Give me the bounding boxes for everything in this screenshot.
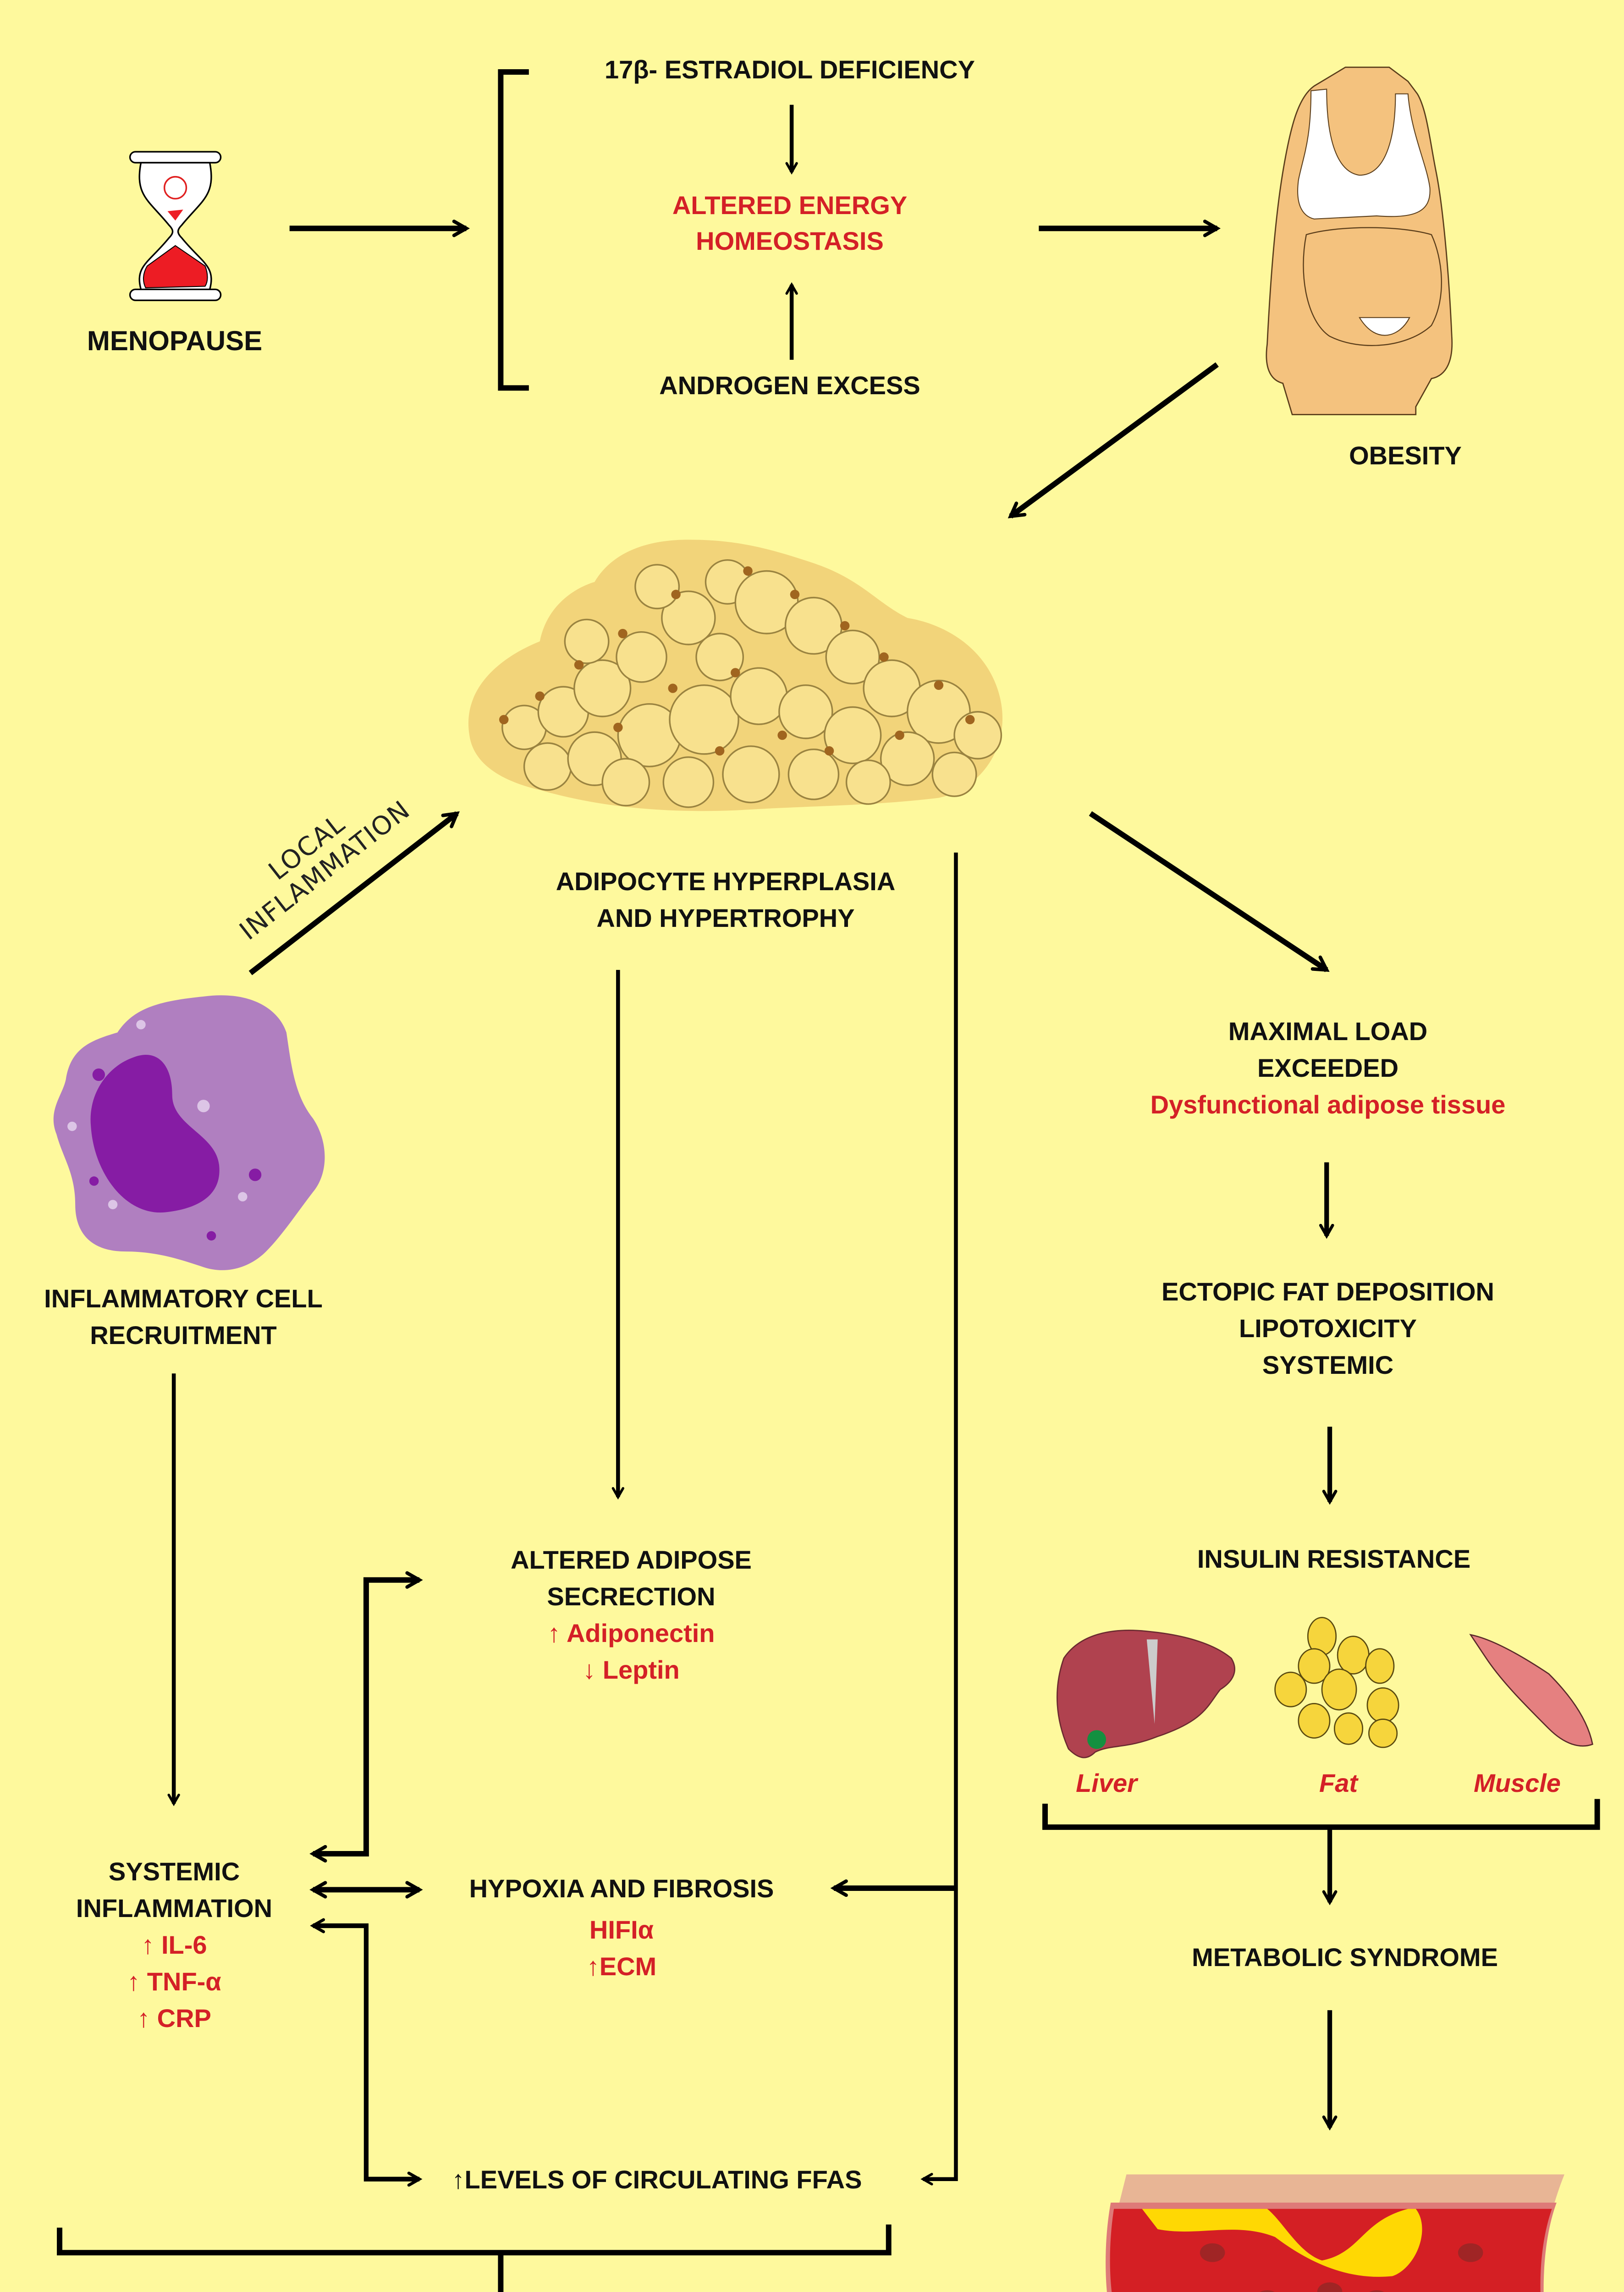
ectopic-line-3: SYSTEMIC: [1262, 1350, 1394, 1379]
organ-label-liver: Liver: [1076, 1769, 1137, 1797]
maximal-line-2: EXCEEDED: [1257, 1053, 1399, 1082]
arrow-adipose-to-maximal-load: [1089, 811, 1330, 972]
fat-cells-icon: [1274, 1617, 1399, 1748]
hourglass-icon: [129, 151, 222, 301]
obesity-label: OBESITY: [1349, 441, 1462, 470]
tnf-alpha-item: ↑ TNF-α: [127, 1967, 221, 1996]
secretion-line-1: ALTERED ADIPOSE: [511, 1545, 752, 1574]
muscle-icon: [1469, 1634, 1593, 1747]
arrow-to-atherosclerosis: [498, 2253, 504, 2292]
ecm-item: ↑ECM: [586, 1952, 657, 1981]
secretion-line-2: SECRECTION: [547, 1582, 716, 1611]
organs-bracket: [1042, 1799, 1600, 1830]
inflammatory-cell-label: INFLAMMATORY CELL RECRUITMENT: [44, 1286, 323, 1348]
bottom-left-bracket: [57, 2224, 892, 2256]
ectopic-line-2: LIPOTOXICITY: [1239, 1314, 1417, 1343]
ffas-label: ↑LEVELS OF CIRCULATING FFAS: [451, 2165, 862, 2194]
systemic-line-2: INFLAMMATION: [76, 1894, 273, 1923]
artery-plaque-icon: [1106, 2174, 1564, 2292]
insulin-resistance-label: INSULIN RESISTANCE: [1197, 1544, 1471, 1573]
adiponectin-item: ↑ Adiponectin: [547, 1619, 715, 1647]
organ-label-muscle: Muscle: [1474, 1769, 1561, 1797]
arrow-adipocyte-to-ffas: [920, 852, 958, 2186]
systemic-inflammation-label: SYSTEMIC INFLAMMATION ↑ IL-6 ↑ TNF-α ↑ C…: [76, 1859, 272, 2031]
leptin-item: ↓ Leptin: [583, 1655, 680, 1684]
obese-body-icon: [1266, 66, 1453, 415]
androgen-label: ANDROGEN EXCESS: [659, 371, 920, 400]
liver-icon: [1056, 1630, 1235, 1758]
adipose-secretion-label: ALTERED ADIPOSE SECRECTION ↑ Adiponectin…: [511, 1547, 752, 1683]
adipocyte-label: ADIPOCYTE HYPERPLASIA AND HYPERTROPHY: [556, 869, 896, 931]
arrow-obesity-to-adipose: [1007, 362, 1219, 518]
adipose-tissue-icon: [468, 540, 1003, 811]
ectopic-label: ECTOPIC FAT DEPOSITION LIPOTOXICITY SYST…: [1162, 1279, 1494, 1378]
inflammatory-line-2: RECRUITMENT: [90, 1321, 277, 1350]
hypoxia-label: HYPOXIA AND FIBROSIS HIFIα ↑ECM: [469, 1876, 774, 1979]
energy-line-2: HOMEOSTASIS: [696, 226, 884, 255]
adipocyte-line-2: AND HYPERTROPHY: [596, 904, 855, 932]
arrow-systemic-ffas: [310, 1918, 423, 2187]
macrophage-icon: [53, 995, 325, 1270]
energy-line-1: ALTERED ENERGY: [672, 191, 908, 220]
factors-bracket: [498, 69, 529, 391]
maximal-line-1: MAXIMAL LOAD: [1228, 1017, 1428, 1046]
metabolic-syndrome-label: METABOLIC SYNDROME: [1192, 1943, 1498, 1972]
hypoxia-title: HYPOXIA AND FIBROSIS: [469, 1874, 774, 1903]
energy-homeostasis-label: ALTERED ENERGY HOMEOSTASIS: [672, 193, 907, 254]
arrow-local-inflammation: [248, 811, 460, 975]
arrow-systemic-secretion: [309, 1571, 423, 1863]
hifi-alpha-item: HIFIα: [589, 1915, 654, 1944]
dysfunctional-adipose-label: Dysfunctional adipose tissue: [1150, 1090, 1506, 1119]
adipocyte-line-1: ADIPOCYTE HYPERPLASIA: [556, 867, 896, 896]
inflammatory-line-1: INFLAMMATORY CELL: [44, 1284, 323, 1313]
menopause-label: MENOPAUSE: [87, 325, 263, 356]
estradiol-label: 17β- ESTRADIOL DEFICIENCY: [605, 55, 975, 84]
il6-item: ↑ IL-6: [141, 1930, 207, 1959]
systemic-line-1: SYSTEMIC: [108, 1857, 240, 1886]
maximal-load-label: MAXIMAL LOAD EXCEEDED Dysfunctional adip…: [1151, 1019, 1506, 1118]
organ-label-fat: Fat: [1319, 1769, 1358, 1797]
ectopic-line-1: ECTOPIC FAT DEPOSITION: [1161, 1277, 1495, 1306]
crp-item: ↑ CRP: [137, 2004, 211, 2033]
